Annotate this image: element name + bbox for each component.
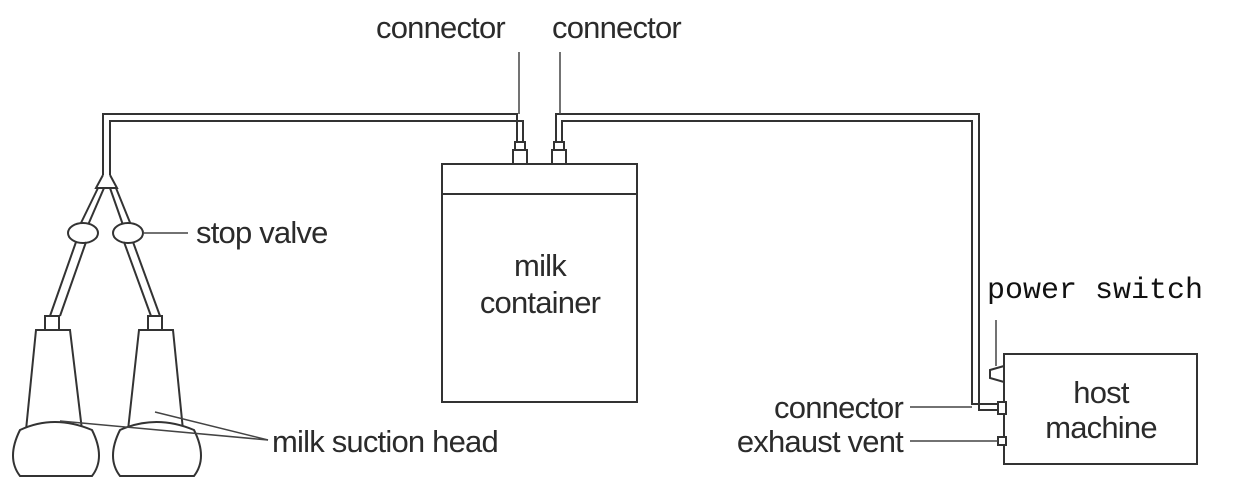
milk-container-label-line2: container [480,285,601,320]
connector-label-top-left: connector [376,10,505,45]
host-machine-label-line1: host [1073,375,1130,410]
connector-fitting-left [512,149,528,165]
right-branch-lower-inner [132,241,161,317]
suction-head-left-body [24,329,84,431]
right-branch-upper-inner [115,187,132,226]
suction-assembly [12,174,269,477]
milk-container: milk container [441,163,638,403]
suction-head-right-body [126,329,185,431]
left-hose [102,113,518,175]
exhaust-vent [997,436,1007,446]
power-switch-label: power switch [987,274,1203,308]
right-hose [555,113,1000,411]
milk-suction-head-label: milk suction head [272,424,498,459]
left-branch-lower-inner [59,241,87,317]
connector-stub-left [514,141,526,151]
host-machine-box [1003,353,1198,465]
connector-label-host: connector [774,390,903,425]
y-split [94,174,119,189]
milk-container-label-line1: milk [514,248,567,283]
left-branch-upper-inner [87,187,105,226]
labels: connector connector stop valve power swi… [196,10,1203,459]
host-machine: host machine [910,320,1198,465]
stop-valve-left [67,222,99,244]
suction-head-leader-left [59,420,269,441]
connector-label-top-right: connector [552,10,681,45]
power-switch [989,364,1005,384]
suction-head-right-cup [112,421,202,477]
connector-port [997,401,1007,415]
suction-head-left-neck [44,315,60,331]
suction-head-right-neck [147,315,163,331]
right-hose-inner [561,120,1000,405]
connector-stub-right [553,141,565,151]
stop-valve-label: stop valve [196,215,328,250]
suction-head-leader-right [154,411,269,441]
right-branch-lower [123,241,152,317]
left-branch-upper [79,187,99,226]
milk-container-box [441,163,638,403]
suction-head-left-cup [12,421,100,477]
left-branch-lower [49,241,77,317]
exhaust-vent-label: exhaust vent [737,424,904,459]
connector-fitting-right [551,149,567,165]
right-branch-upper [109,187,124,226]
left-hose-inner [109,120,524,175]
stop-valve-right [112,222,144,244]
tubing [102,52,1000,411]
host-machine-label-line2: machine [1045,410,1157,445]
